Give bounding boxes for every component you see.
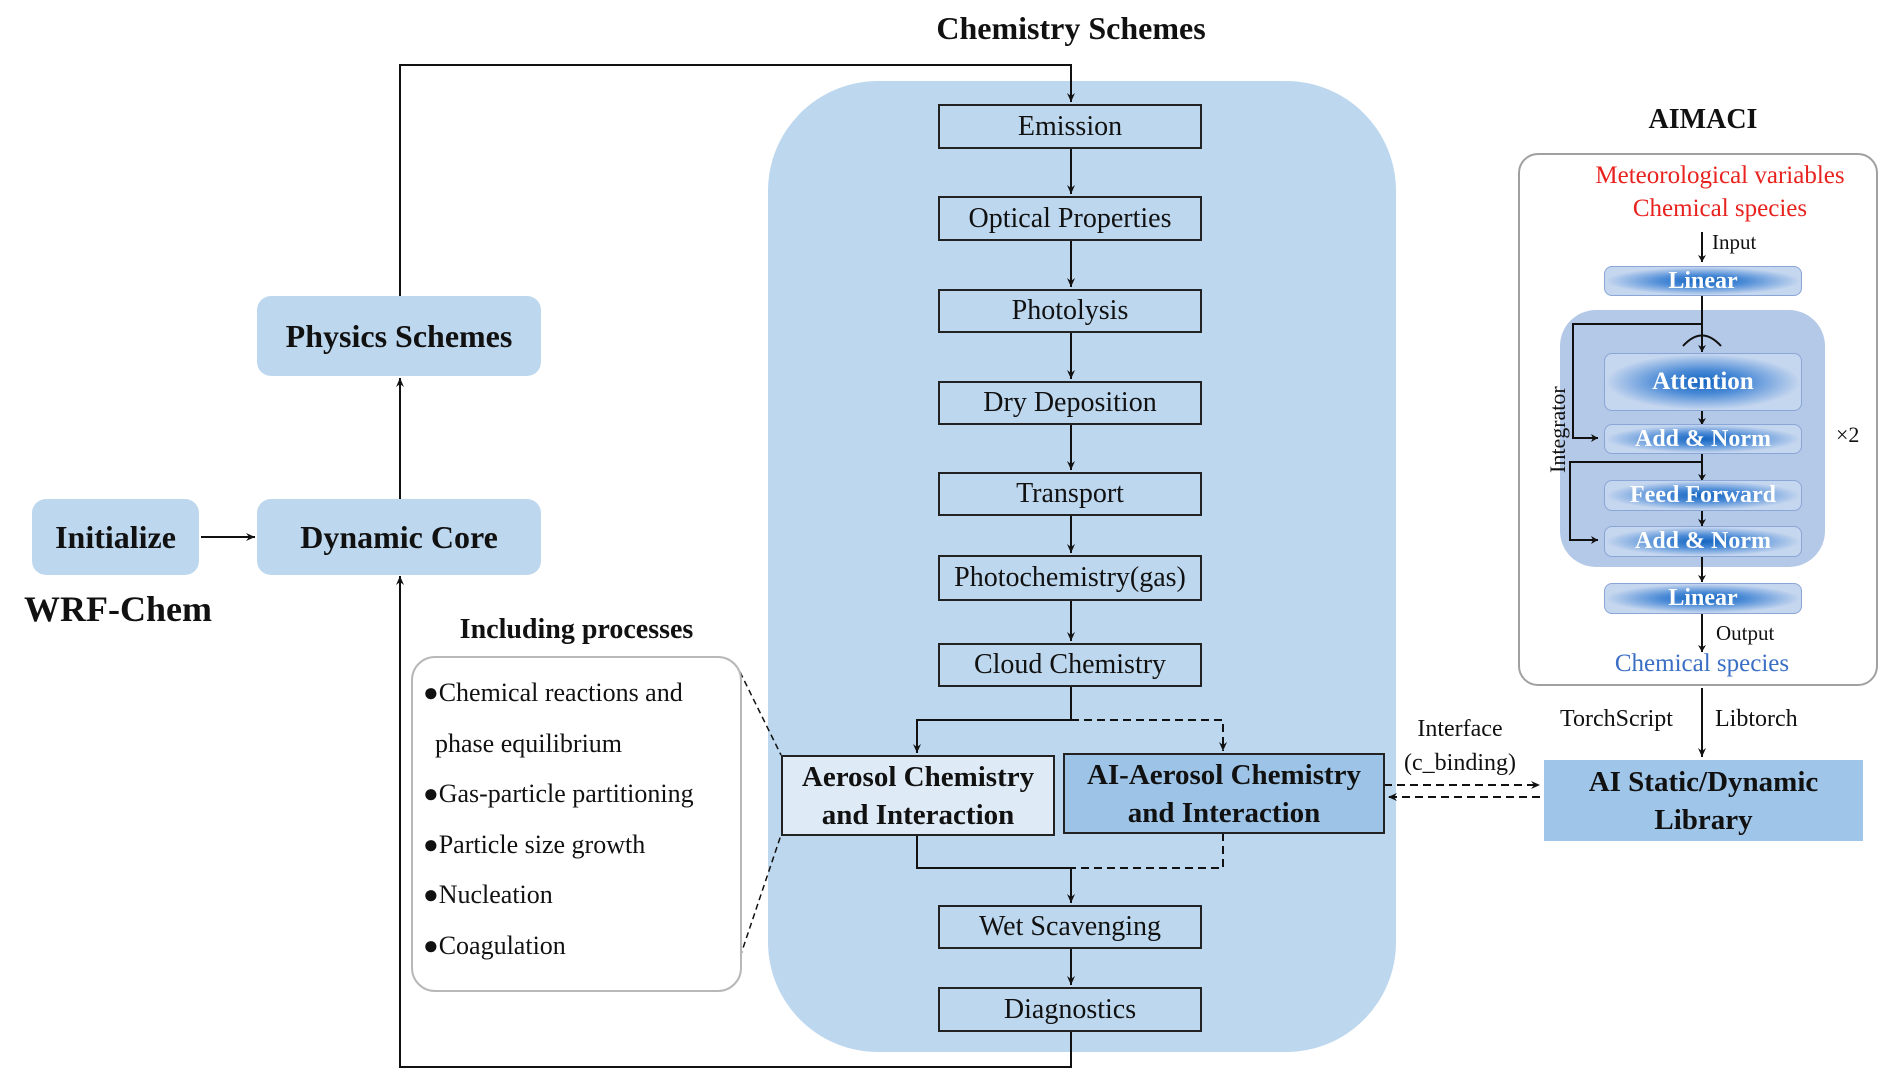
linear-output-layer: Linear bbox=[1604, 583, 1802, 614]
input-meteorological-variables: Meteorological variables bbox=[1595, 162, 1845, 189]
add-norm-layer-1: Add & Norm bbox=[1604, 424, 1802, 454]
step-optical-properties: Optical Properties bbox=[938, 196, 1202, 241]
step-label: Photolysis bbox=[1011, 295, 1129, 326]
layer-label: Add & Norm bbox=[1635, 425, 1771, 452]
step-label: Emission bbox=[1017, 110, 1123, 142]
step-label: Photochemistry(gas) bbox=[954, 562, 1186, 593]
arrow-physics-to-emission bbox=[399, 64, 1075, 296]
input-label: Input bbox=[1712, 230, 1757, 254]
ai-aerosol-label-line2: and Interaction bbox=[1127, 796, 1321, 829]
step-label: Optical Properties bbox=[968, 202, 1172, 234]
ai-aerosol-label-line1: AI-Aerosol Chemistry bbox=[1086, 758, 1362, 791]
interface-label: Interface bbox=[1417, 716, 1503, 742]
libtorch-label: Libtorch bbox=[1715, 706, 1798, 732]
step-photochemistry-gas: Photochemistry(gas) bbox=[938, 555, 1202, 601]
initialize-label: Initialize bbox=[55, 518, 176, 555]
step-label: Dry Deposition bbox=[983, 387, 1157, 418]
process-item: ●Particle size growth bbox=[423, 830, 646, 859]
dynamic-core-label: Dynamic Core bbox=[300, 518, 498, 555]
step-cloud-chemistry: Cloud Chemistry bbox=[938, 643, 1202, 687]
output-chemical-species: Chemical species bbox=[1614, 650, 1790, 677]
ai-library-box: AI Static/Dynamic Library bbox=[1544, 760, 1863, 841]
library-label-line1: AI Static/Dynamic bbox=[1588, 765, 1819, 798]
initialize-box: Initialize bbox=[32, 499, 199, 575]
process-item: phase equilibrium bbox=[435, 729, 623, 758]
step-emission: Emission bbox=[938, 104, 1202, 149]
aerosol-label-line2: and Interaction bbox=[821, 798, 1015, 831]
step-transport: Transport bbox=[938, 472, 1202, 516]
step-label: Diagnostics bbox=[1003, 993, 1137, 1025]
processes-title: Including processes bbox=[459, 614, 694, 645]
chemistry-schemes-title: Chemistry Schemes bbox=[936, 10, 1206, 46]
step-label: Wet Scavenging bbox=[978, 911, 1162, 942]
output-label: Output bbox=[1716, 621, 1775, 645]
layer-label: Linear bbox=[1668, 267, 1738, 294]
aimaci-title: AIMACI bbox=[1648, 104, 1758, 135]
process-item: ●Chemical reactions and bbox=[423, 678, 683, 707]
layer-label: Linear bbox=[1668, 585, 1738, 611]
layer-label: Feed Forward bbox=[1630, 482, 1776, 508]
physics-schemes-box: Physics Schemes bbox=[257, 296, 541, 376]
layer-label: Add & Norm bbox=[1635, 528, 1771, 554]
layer-label: Attention bbox=[1652, 368, 1754, 395]
ai-aerosol-chemistry-box: AI-Aerosol Chemistry and Interaction bbox=[1063, 753, 1385, 834]
torchscript-label: TorchScript bbox=[1560, 706, 1673, 732]
repeat-x2-label: ×2 bbox=[1836, 422, 1860, 447]
step-photolysis: Photolysis bbox=[938, 289, 1202, 333]
step-label: Cloud Chemistry bbox=[973, 649, 1167, 680]
attention-layer: Attention bbox=[1604, 353, 1802, 411]
library-label-line2: Library bbox=[1654, 803, 1753, 836]
aerosol-label-line1: Aerosol Chemistry bbox=[801, 760, 1035, 793]
process-item: ●Nucleation bbox=[423, 880, 553, 909]
processes-box: ●Chemical reactions and phase equilibriu… bbox=[411, 656, 742, 992]
step-diagnostics: Diagnostics bbox=[938, 987, 1202, 1032]
step-wet-scavenging: Wet Scavenging bbox=[938, 905, 1202, 949]
wrf-chem-label: WRF-Chem bbox=[24, 589, 212, 629]
process-item: ●Coagulation bbox=[423, 931, 566, 960]
step-label: Transport bbox=[1016, 478, 1124, 509]
linear-input-layer: Linear bbox=[1604, 266, 1802, 296]
input-chemical-species: Chemical species bbox=[1632, 195, 1808, 222]
feed-forward-layer: Feed Forward bbox=[1604, 480, 1802, 511]
aerosol-chemistry-box: Aerosol Chemistry and Interaction bbox=[781, 755, 1055, 836]
arrow-diagnostics-to-dynamic bbox=[396, 576, 1072, 1068]
step-dry-deposition: Dry Deposition bbox=[938, 381, 1202, 425]
interface-sublabel: (c_binding) bbox=[1404, 750, 1516, 776]
add-norm-layer-2: Add & Norm bbox=[1604, 526, 1802, 557]
dynamic-core-box: Dynamic Core bbox=[257, 499, 541, 575]
process-item: ●Gas-particle partitioning bbox=[423, 779, 694, 808]
physics-schemes-label: Physics Schemes bbox=[285, 317, 513, 354]
